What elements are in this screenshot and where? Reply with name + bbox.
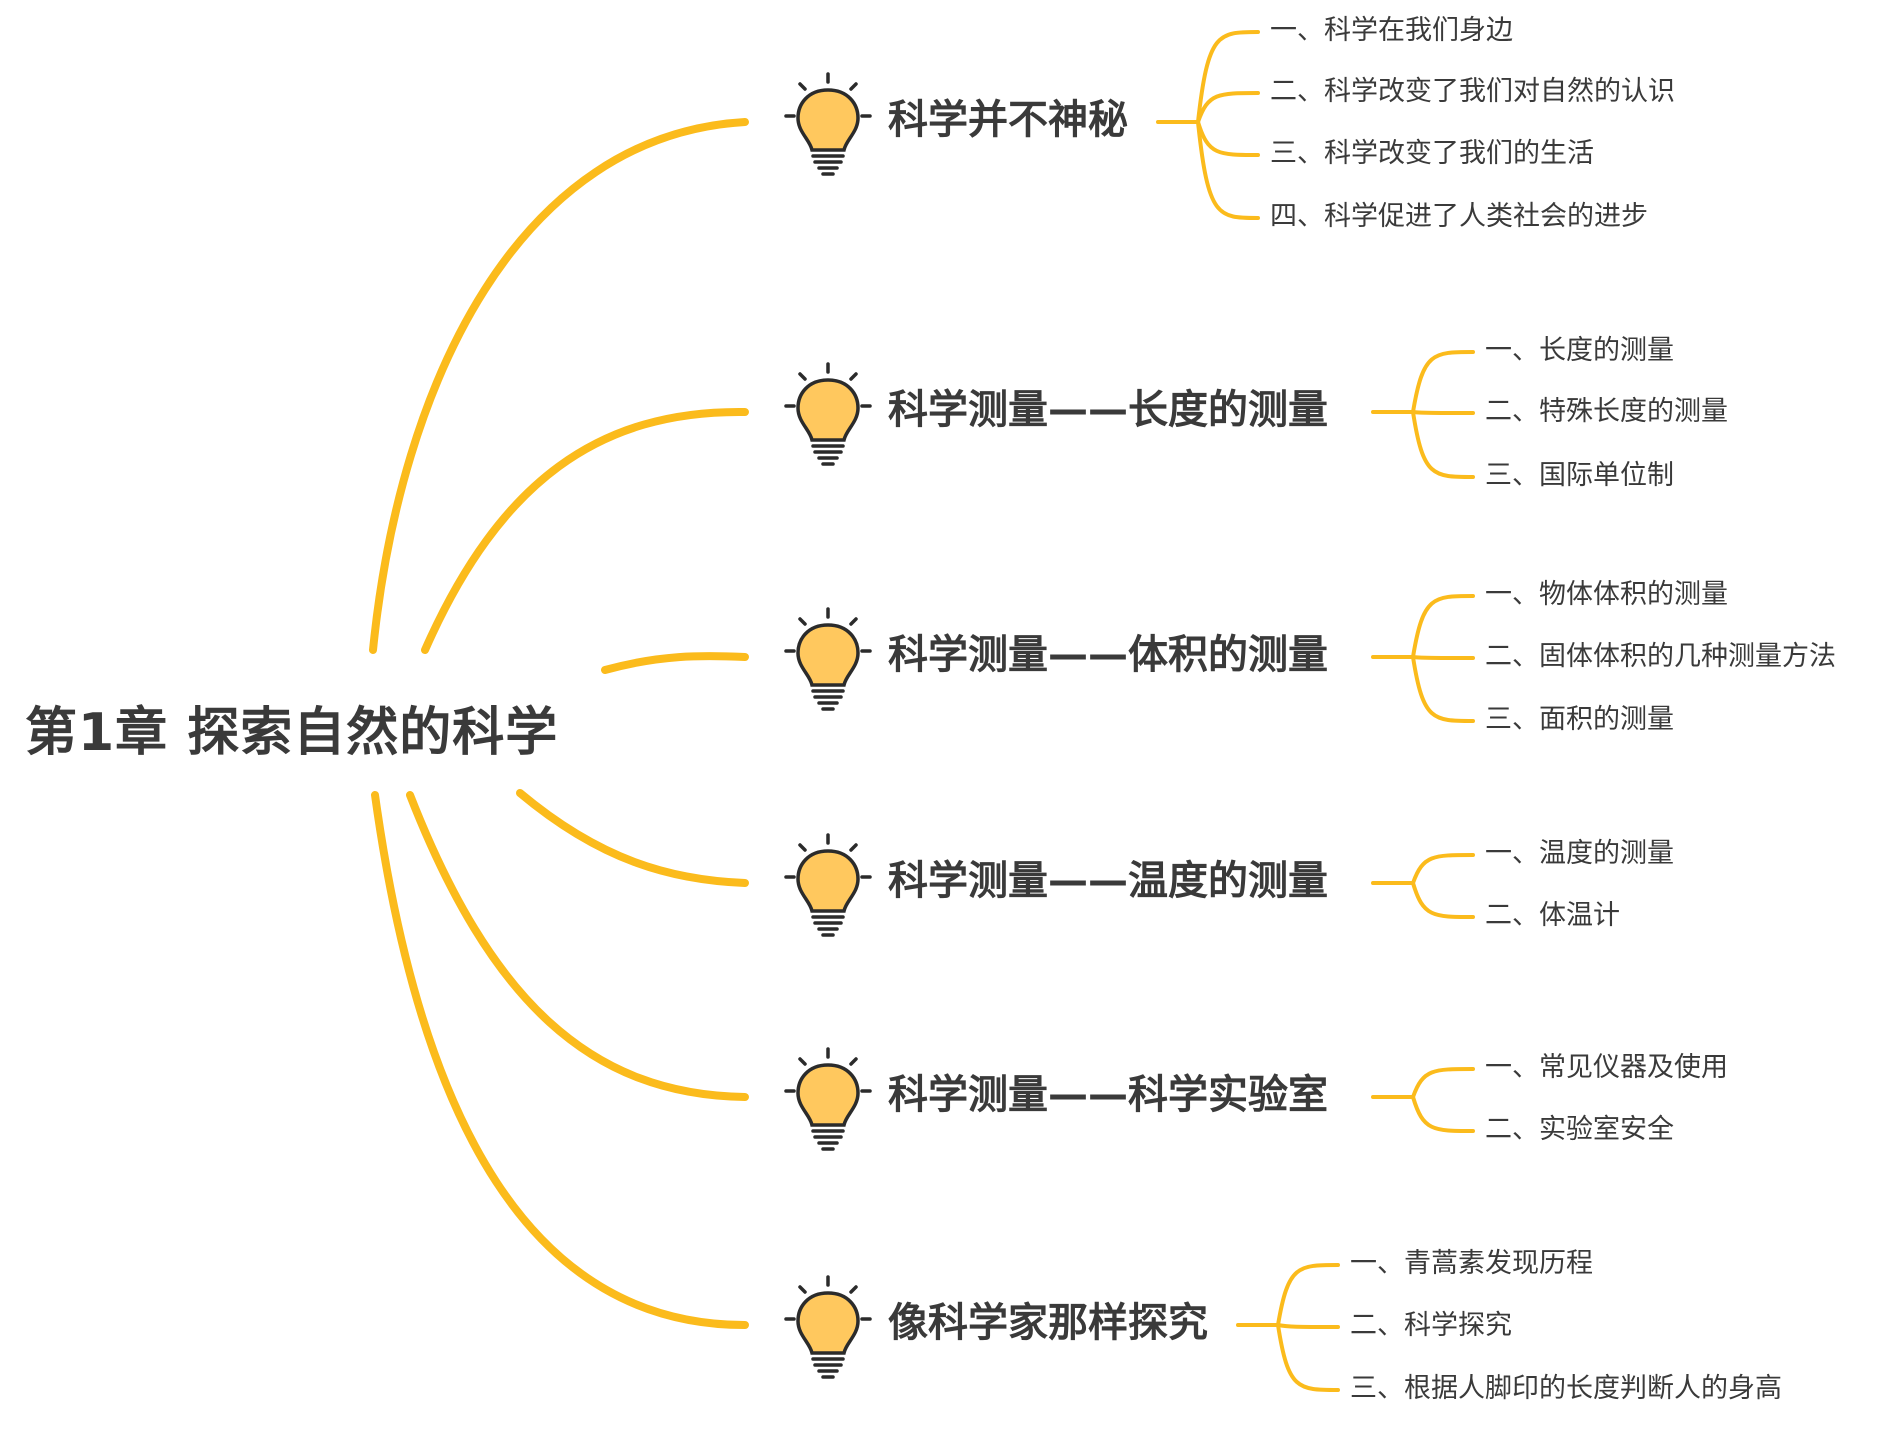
leaf-connector	[1276, 1323, 1340, 1329]
leaf-connector	[1411, 655, 1475, 660]
leaf-topic: 一、温度的测量	[1485, 838, 1674, 869]
leaf-topic: 二、特殊长度的测量	[1485, 396, 1728, 427]
root-connector-1	[369, 118, 749, 654]
leaf-topic: 一、长度的测量	[1485, 335, 1674, 366]
lightbulb-icon	[780, 831, 876, 939]
leaf-topic: 三、根据人脚印的长度判断人的身高	[1350, 1373, 1782, 1404]
leaf-topic: 三、国际单位制	[1485, 460, 1674, 491]
lightbulb-icon	[780, 605, 876, 713]
leaf-connector	[1411, 350, 1475, 414]
branch-title: 像科学家那样探究	[888, 1300, 1208, 1346]
leaf-topic: 一、青蒿素发现历程	[1350, 1248, 1593, 1279]
leaf-topic: 三、科学改变了我们的生活	[1270, 138, 1594, 169]
leaf-connector	[1196, 91, 1260, 124]
branch-title: 科学测量——体积的测量	[888, 632, 1328, 678]
leaf-connector	[1411, 1095, 1475, 1133]
leaf-topic: 三、面积的测量	[1485, 704, 1674, 735]
root-connector-5	[406, 791, 749, 1101]
root-connector-6	[371, 791, 749, 1329]
leaf-connector	[1276, 1323, 1340, 1392]
leaf-connector	[1196, 30, 1260, 124]
root-connector-3	[601, 652, 749, 674]
leaf-topic: 二、科学探究	[1350, 1310, 1512, 1341]
branch-title: 科学测量——科学实验室	[888, 1072, 1328, 1118]
lightbulb-icon	[780, 1045, 876, 1153]
root-topic: 第1章 探索自然的科学	[25, 703, 559, 763]
branch-title: 科学测量——长度的测量	[888, 387, 1328, 433]
leaf-topic: 二、体温计	[1485, 900, 1620, 931]
leaf-connector	[1411, 410, 1475, 479]
leaf-connector	[1411, 594, 1475, 659]
leaf-topic: 二、实验室安全	[1485, 1114, 1674, 1145]
lightbulb-icon	[780, 1273, 876, 1381]
leaf-topic: 一、科学在我们身边	[1270, 15, 1513, 46]
lightbulb-icon	[780, 360, 876, 468]
leaf-connector	[1411, 410, 1475, 415]
branch-title: 科学并不神秘	[888, 97, 1128, 143]
leaf-connector	[1276, 1263, 1340, 1327]
leaf-topic: 一、常见仪器及使用	[1485, 1052, 1728, 1083]
leaf-topic: 一、物体体积的测量	[1485, 579, 1728, 610]
root-connector-4	[516, 789, 749, 887]
leaf-connector	[1196, 120, 1260, 157]
leaf-connector	[1411, 655, 1475, 723]
leaf-connector	[1411, 853, 1475, 885]
leaf-topic: 四、科学促进了人类社会的进步	[1270, 201, 1648, 232]
lightbulb-icon	[780, 70, 876, 178]
leaf-connector	[1411, 1067, 1475, 1099]
leaf-connector	[1196, 120, 1260, 220]
leaf-topic: 二、科学改变了我们对自然的认识	[1270, 76, 1675, 107]
leaf-connector	[1411, 881, 1475, 919]
branch-title: 科学测量——温度的测量	[888, 858, 1328, 904]
root-connector-2	[421, 407, 749, 654]
leaf-topic: 二、固体体积的几种测量方法	[1485, 641, 1836, 672]
